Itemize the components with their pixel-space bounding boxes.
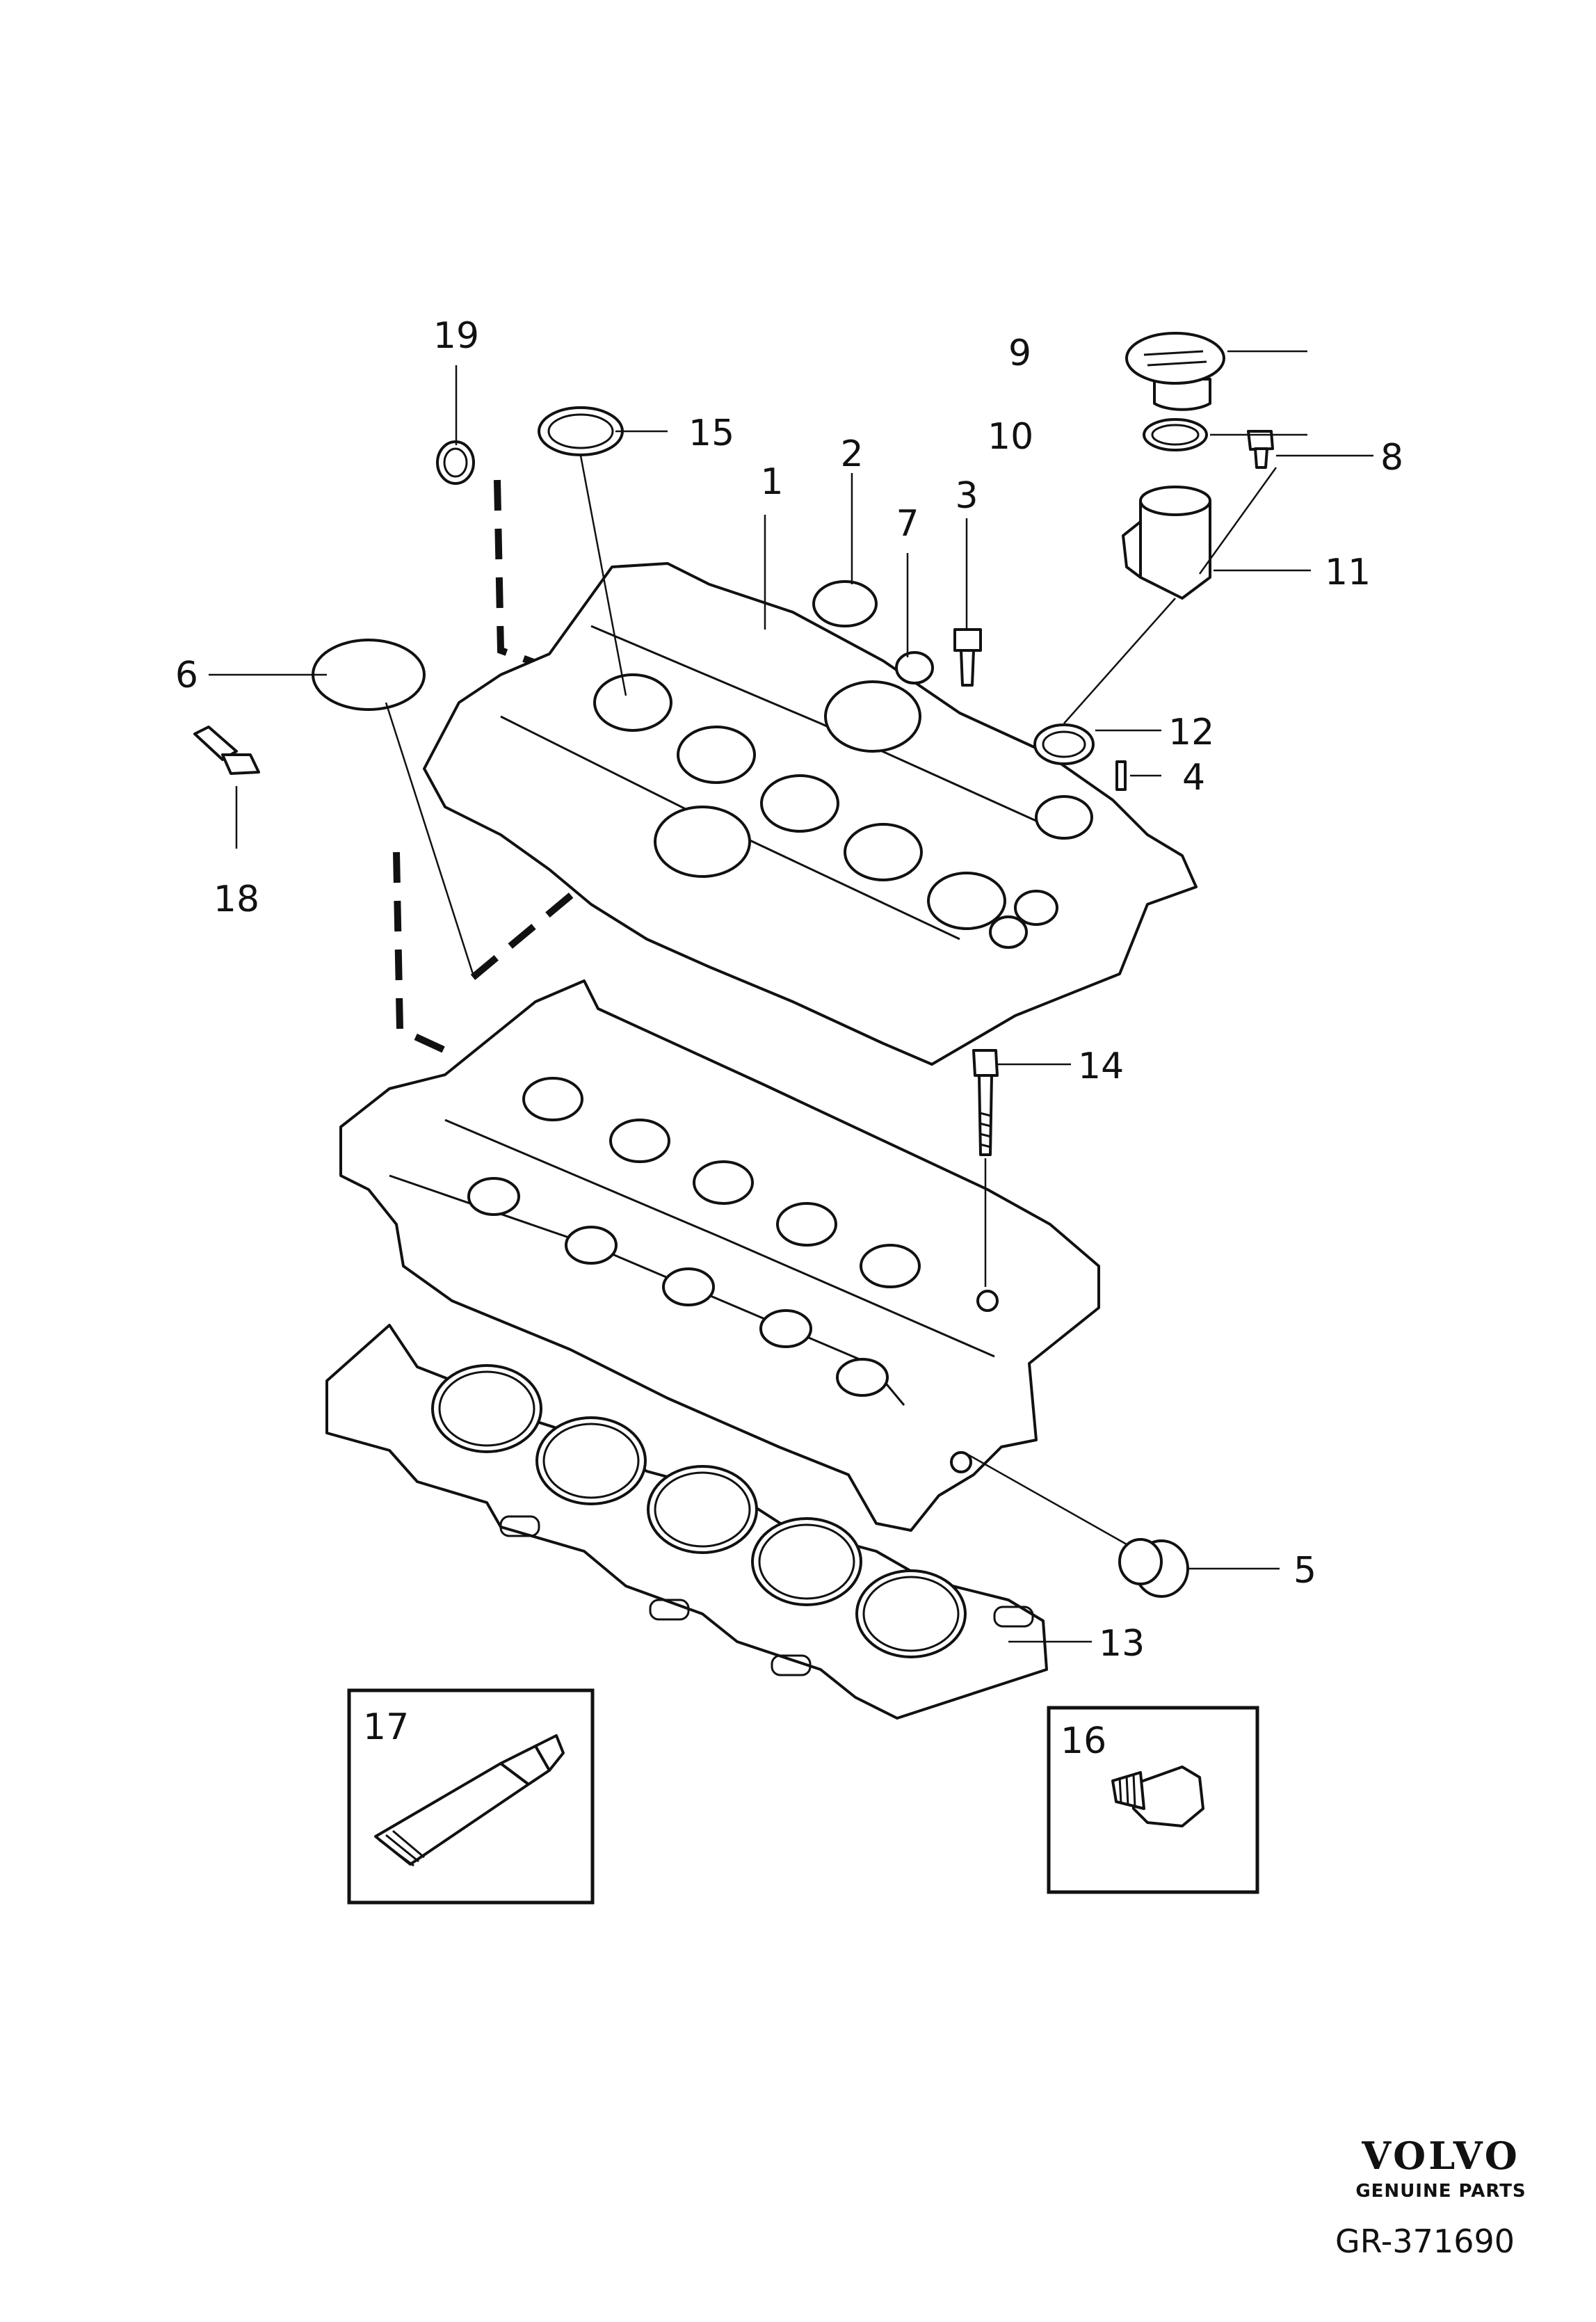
stud-18 (193, 726, 260, 775)
callout-4: 4 (1182, 757, 1205, 799)
bolt-8 (1247, 430, 1274, 469)
callout-10: 10 (988, 416, 1033, 458)
callout-5: 5 (1293, 1550, 1316, 1592)
head-gasket (325, 1324, 1048, 1720)
callout-6: 6 (175, 655, 198, 696)
callout-1: 1 (760, 461, 783, 503)
callout-numbers: 19 15 1 2 7 3 6 18 9 10 8 11 12 4 14 5 1… (175, 315, 1403, 1762)
plug-7 (895, 651, 934, 684)
callout-2: 2 (840, 433, 863, 475)
camshaft-cover (423, 562, 1198, 1066)
brand-block: VOLVO GENUINE PARTS GR-371690 (1335, 2133, 1526, 2260)
callout-7: 7 (896, 503, 919, 545)
inset-box-16 (1047, 1706, 1259, 1894)
plug-5 (1118, 1538, 1189, 1598)
drain-plug (1111, 1765, 1204, 1827)
plug-2 (812, 580, 878, 627)
filler-cap-9 (1125, 332, 1225, 411)
callout-12: 12 (1168, 712, 1214, 753)
sealant-tube (374, 1734, 565, 1867)
cylinder-head (339, 979, 1100, 1532)
callout-14: 14 (1078, 1046, 1124, 1087)
callout-17: 17 (363, 1706, 409, 1748)
bolt-3 (953, 628, 982, 687)
callout-13: 13 (1099, 1623, 1145, 1665)
callout-11: 11 (1325, 552, 1371, 593)
callout-19: 19 (433, 315, 479, 357)
callout-15: 15 (688, 413, 734, 454)
callout-3: 3 (955, 475, 978, 517)
loose-parts (193, 332, 1274, 1598)
callout-16: 16 (1061, 1720, 1106, 1762)
brand-logo: VOLVO (1361, 2133, 1520, 2178)
brand-tagline: GENUINE PARTS (1355, 2181, 1526, 2202)
callout-18: 18 (213, 879, 259, 920)
figure-code: GR-371690 (1335, 2223, 1515, 2260)
dowel-pin-4 (1115, 760, 1127, 791)
filler-neck-11 (1122, 486, 1211, 600)
inset-box-17 (347, 1688, 595, 1905)
cover-plug-6 (312, 639, 426, 711)
callout-9: 9 (1008, 333, 1031, 374)
leader-lines (209, 350, 1373, 1643)
callout-8: 8 (1380, 437, 1403, 479)
head-bolt-14 (972, 1049, 999, 1156)
